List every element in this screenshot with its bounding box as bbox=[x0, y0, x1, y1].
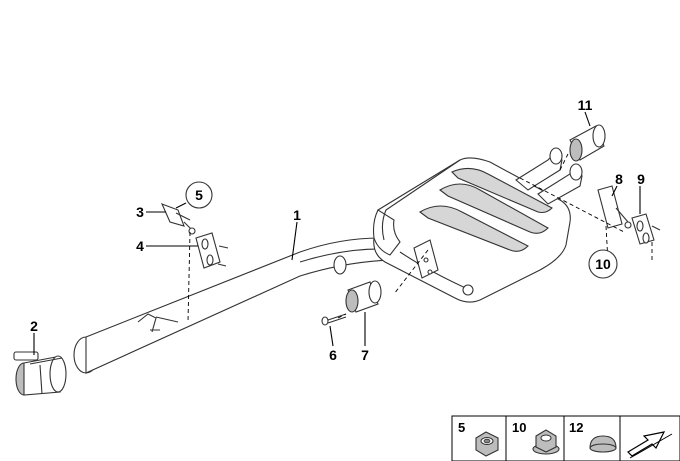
callout-8: 8 bbox=[615, 171, 623, 187]
leader-line bbox=[611, 185, 618, 197]
parts-legend: 5 10 12 bbox=[451, 415, 680, 461]
tail-tip-icon bbox=[569, 124, 606, 162]
exhaust-pipe-icon bbox=[73, 237, 391, 374]
rubber-mount-icon bbox=[345, 280, 382, 313]
leader-line bbox=[291, 221, 298, 261]
nut-icon bbox=[475, 431, 499, 457]
assembly-line bbox=[337, 313, 347, 319]
callout-4: 4 bbox=[136, 238, 144, 254]
hanger-icon bbox=[195, 232, 229, 269]
clamp-icon bbox=[13, 351, 67, 396]
callout-9: 9 bbox=[637, 171, 645, 187]
callout-5: 5 bbox=[195, 187, 203, 203]
callout-7: 7 bbox=[361, 347, 369, 363]
callout-11: 11 bbox=[578, 97, 593, 113]
callout-10: 10 bbox=[595, 256, 611, 272]
legend-label-10: 10 bbox=[512, 420, 526, 435]
leader-line bbox=[584, 111, 591, 127]
assembly-line bbox=[393, 249, 429, 295]
callout-6: 6 bbox=[329, 347, 337, 363]
assembly-line bbox=[559, 153, 569, 171]
arrow-icon bbox=[627, 431, 673, 459]
callout-1: 1 bbox=[293, 207, 301, 223]
legend-label-12: 12 bbox=[569, 420, 583, 435]
assembly-line bbox=[519, 177, 625, 233]
bolt-icon bbox=[321, 313, 347, 326]
hanger-right-icon bbox=[597, 185, 661, 245]
callout-3: 3 bbox=[136, 204, 144, 220]
rear-silencer-icon bbox=[372, 147, 583, 303]
cap-icon bbox=[589, 435, 617, 453]
leader-line bbox=[329, 325, 334, 347]
assembly-line bbox=[187, 231, 191, 323]
callout-2: 2 bbox=[30, 318, 38, 334]
nut-flange-icon bbox=[532, 429, 560, 455]
callout-10-circle bbox=[588, 249, 618, 279]
leader-line bbox=[175, 202, 187, 209]
bracket-icon bbox=[160, 203, 196, 235]
callout-5-circle bbox=[185, 181, 213, 209]
legend-label-5: 5 bbox=[458, 420, 465, 435]
